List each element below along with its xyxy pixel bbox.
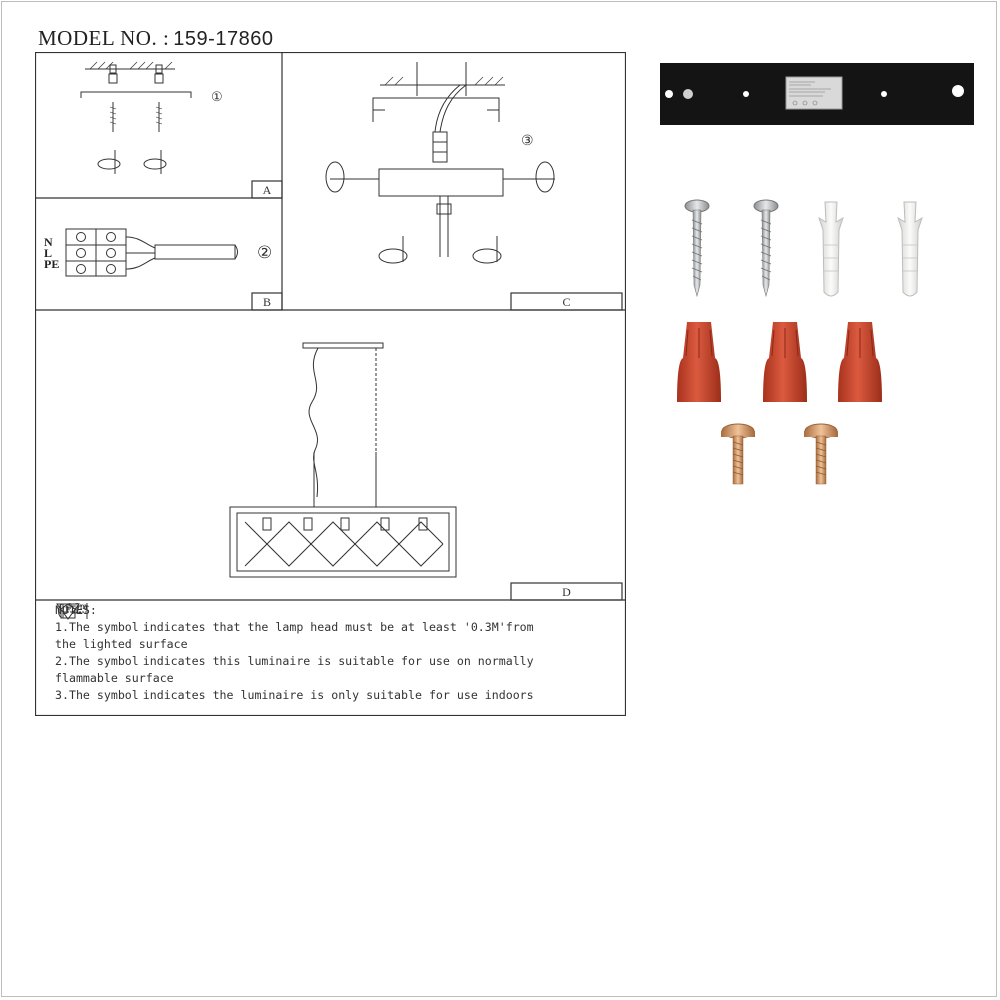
machine-screw-2 bbox=[804, 423, 838, 485]
panel-d-letter: D bbox=[562, 585, 571, 599]
instruction-line-drawings bbox=[35, 52, 626, 716]
notes-heading: NOTES: bbox=[55, 603, 97, 617]
panel-b-letter: B bbox=[262, 295, 271, 309]
note-1-prefix: 1.The symbol bbox=[55, 620, 139, 634]
instruction-sheet: A B C D ① ② ③ N L PE NOTES: 1.The symbol… bbox=[35, 52, 626, 716]
note-1-text: indicates that the lamp head must be at … bbox=[142, 620, 534, 634]
terminal-n: N bbox=[44, 235, 53, 249]
wall-anchor-1 bbox=[818, 201, 844, 297]
panel-b-drawing bbox=[65, 228, 238, 277]
wood-screw-2 bbox=[753, 199, 779, 298]
note-2-prefix: 2.The symbol bbox=[55, 654, 139, 668]
model-label: MODEL NO. : bbox=[38, 26, 170, 50]
model-number-heading: MODEL NO. :159-17860 bbox=[38, 26, 273, 51]
panel-a-drawing bbox=[80, 61, 192, 174]
wood-screw-1 bbox=[684, 199, 710, 298]
mounting-bracket bbox=[660, 63, 974, 125]
hardware-parts bbox=[655, 60, 980, 500]
flammable-symbol-text: F bbox=[65, 606, 71, 615]
note-2-text: indicates this luminaire is suitable for… bbox=[142, 654, 534, 668]
note-1-continued: the lighted surface bbox=[55, 637, 188, 651]
panel-d-drawing bbox=[229, 342, 457, 578]
machine-screw-1 bbox=[721, 423, 755, 485]
wire-nut-3 bbox=[838, 322, 882, 402]
wall-anchor-2 bbox=[897, 201, 923, 297]
terminal-pe: PE bbox=[44, 257, 60, 271]
note-3-text: indicates the luminaire is only suitable… bbox=[142, 688, 534, 702]
panel-a-letter: A bbox=[262, 183, 272, 197]
wire-nut-2 bbox=[763, 322, 807, 402]
panel-c-letter: C bbox=[562, 295, 571, 309]
sheet-frame bbox=[35, 52, 626, 716]
step-3-marker: ③ bbox=[521, 134, 534, 149]
terminal-l: L bbox=[44, 246, 53, 260]
note-2-continued: flammable surface bbox=[55, 671, 174, 685]
step-2-marker: ② bbox=[257, 243, 273, 262]
wire-nut-1 bbox=[677, 322, 721, 402]
step-1-marker: ① bbox=[211, 89, 223, 104]
note-3-prefix: 3.The symbol bbox=[55, 688, 139, 702]
hardware-parts-drawing bbox=[660, 63, 974, 485]
model-number: 159-17860 bbox=[173, 28, 274, 50]
terminal-labels: N L PE bbox=[44, 235, 60, 271]
panel-c-drawing bbox=[325, 62, 555, 264]
